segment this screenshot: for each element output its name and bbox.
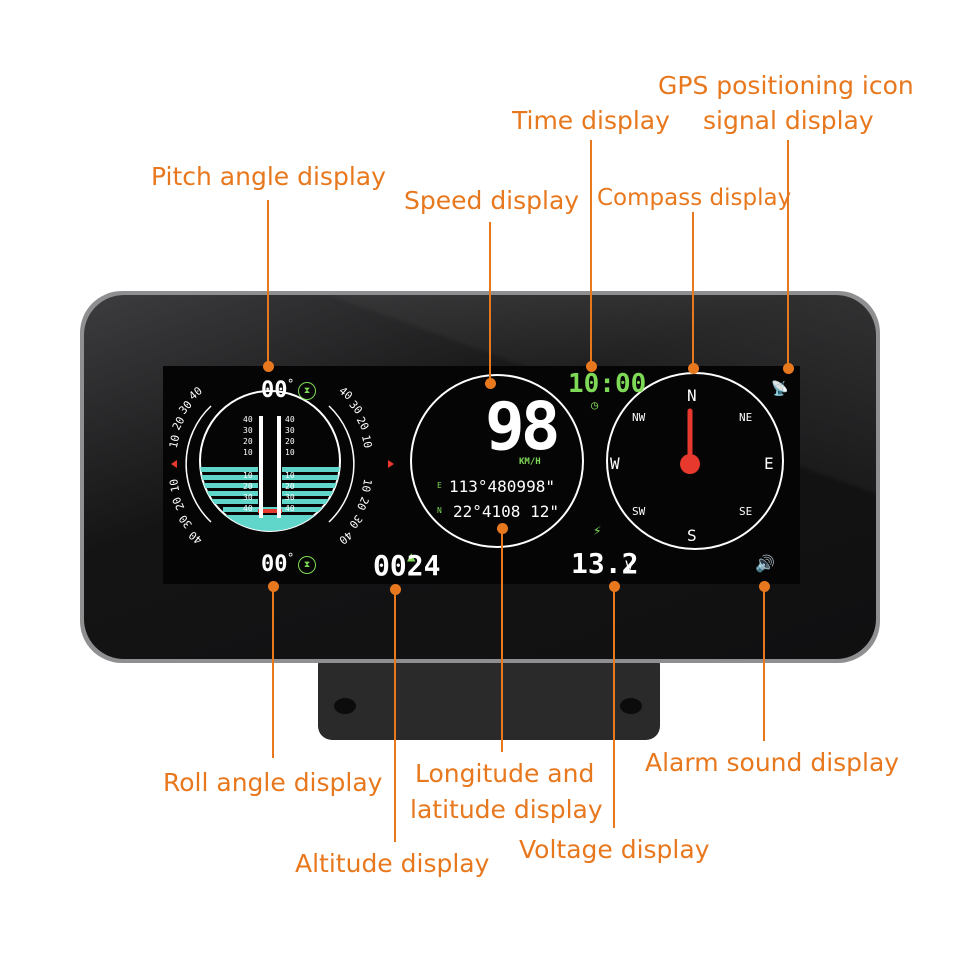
time-label: Time display [512,106,670,135]
roll-callout-dot [268,581,279,592]
altitude-mountain-icon: ▲ [407,549,416,565]
lonlat-callout-dot [497,523,508,534]
voltage-callout-dot [609,581,620,592]
lat-hemisphere: N [437,506,442,515]
svg-text:30: 30 [285,493,295,502]
compass-s: S [687,526,697,545]
alarm-speaker-icon: 🔊 [755,554,775,573]
pitch-degree: ° [287,377,295,391]
pitch-label: Pitch angle display [151,162,386,191]
lonlat-label-line1: Longitude and [415,759,595,788]
pitch-car-icon: ⧗ [298,382,316,400]
compass-ne: NE [739,411,753,424]
altitude-callout-dot [390,584,401,595]
lcd-graphics: 40 30 20 10 10 20 30 40 40 30 20 10 10 20 30 40 [171,372,784,550]
gps-label-line1: GPS positioning icon [658,71,914,100]
svg-text:30: 30 [243,426,253,435]
speed-callout-dot [485,378,496,389]
pitch-value: 00 [261,378,288,403]
gps-callout-dot [783,363,794,374]
voltage-unit: V [625,559,634,575]
speed-value: 98 [485,388,561,465]
arc-tick: 10 [166,433,183,450]
alarm-callout-dot [759,581,770,592]
svg-text:20: 20 [285,482,295,491]
mount-hole [334,698,356,714]
altitude-value: 0024 [373,549,441,582]
compass-label: Compass display [597,185,792,211]
clock-icon: ◷ [591,398,599,412]
lcd-screen: 40 30 20 10 10 20 30 40 40 30 20 10 10 20 30 40 40 3… [163,366,800,584]
mount-bracket [318,655,660,740]
svg-text:20: 20 [243,482,253,491]
svg-text:40: 40 [243,415,253,424]
mount-hole [620,698,642,714]
svg-text:10: 10 [285,471,295,480]
voltage-label: Voltage display [519,835,710,864]
roll-car-icon: ⧗ [298,556,316,574]
svg-text:30: 30 [243,493,253,502]
compass-e: E [764,454,774,473]
compass-sw: SW [632,505,646,518]
latitude-value: 22°4108 12" [453,502,559,521]
compass-n: N [687,386,697,405]
longitude-value: 113°480998" [449,477,555,496]
compass-se: SE [739,505,753,518]
compass-hub [680,454,700,474]
roll-degree: ° [287,551,295,565]
arc-tick: 10 [358,433,375,450]
lon-hemisphere: E [437,481,442,490]
roll-label: Roll angle display [163,768,383,797]
svg-text:40: 40 [285,504,295,513]
voltage-value: 13.2 [571,547,639,580]
compass-nw: NW [632,411,646,424]
pitch-callout-dot [263,361,274,372]
time-callout-dot [586,361,597,372]
speed-ring [410,374,584,548]
time-value: 10:00 [568,369,647,399]
roll-value: 00 [261,552,288,577]
svg-text:10: 10 [285,448,295,457]
lonlat-label-line2: latitude display [410,795,603,824]
svg-text:40: 40 [285,415,295,424]
svg-text:30: 30 [285,426,295,435]
compass-w: W [610,454,620,473]
arc-tick: 10 [167,477,183,494]
gps-signal-icon: 📡 [771,381,789,397]
speed-label: Speed display [404,186,580,215]
svg-text:40: 40 [243,504,253,513]
svg-text:20: 20 [285,437,295,446]
svg-text:10: 10 [243,448,253,457]
alarm-label: Alarm sound display [645,748,900,777]
compass-callout-dot [688,363,699,374]
arc-tick: 10 [359,477,375,494]
speed-unit: KM/H [519,457,541,467]
svg-text:10: 10 [243,471,253,480]
altitude-label: Altitude display [295,849,490,878]
svg-text:20: 20 [243,437,253,446]
gps-label-line2: signal display [703,106,874,135]
voltage-bolt-icon: ⚡ [593,523,602,539]
